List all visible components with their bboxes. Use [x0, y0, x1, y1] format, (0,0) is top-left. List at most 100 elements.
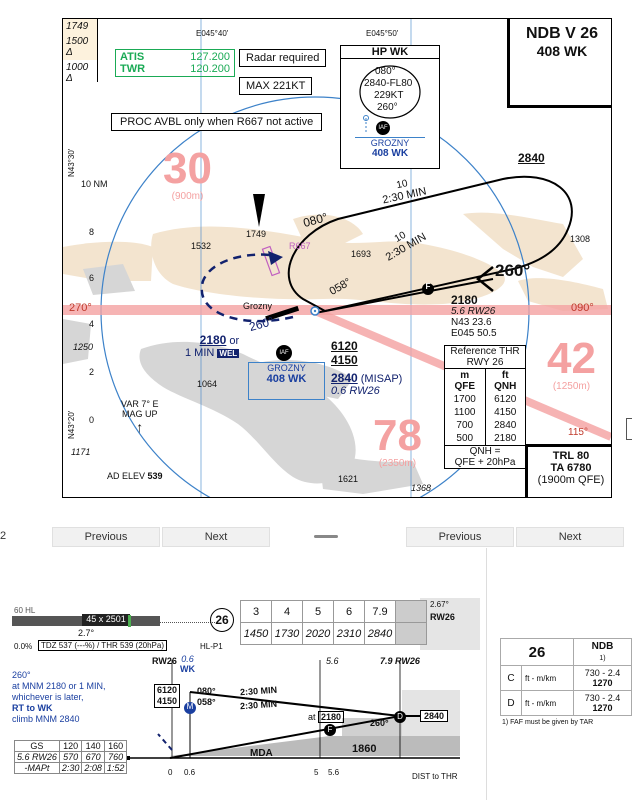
axis-0: 0: [168, 768, 173, 777]
profile-bearing-260: 260°: [370, 718, 389, 728]
atis-freq: 127.200: [190, 51, 230, 63]
legend-alt-1500: 1500: [66, 36, 89, 47]
fix-f-symbol: [422, 283, 434, 295]
d79-label: 7.9 RW26: [380, 656, 420, 666]
holding-outbound: 260°: [377, 102, 398, 113]
city-area: [139, 341, 356, 484]
mda-label: MDA: [250, 748, 273, 759]
descent-path: [169, 715, 401, 759]
r667-label: R667: [289, 241, 311, 251]
msa-78: 78 (2350m): [373, 411, 422, 470]
alt-1860: 1860: [352, 743, 377, 755]
procedure-title: NDB V 26: [525, 25, 599, 42]
terrain-area: [463, 212, 583, 277]
spot-elev: 1171: [71, 447, 91, 457]
max-speed-note: MAX 221KT: [239, 77, 313, 95]
spot-elev: 1064: [197, 379, 218, 389]
city-area: [318, 449, 423, 494]
city-area: [63, 319, 91, 364]
frequency-box: ATIS 127.200 TWR 120.200: [115, 49, 235, 77]
rw26-label: RW26: [152, 656, 177, 666]
profile-right-gray: [420, 598, 480, 650]
runway-extended-centreline: [63, 305, 611, 315]
axis-56: 5.6: [328, 768, 340, 777]
spot-elev: 1250: [73, 342, 94, 352]
outbound-path: [189, 691, 401, 717]
scale-8: 8: [89, 227, 95, 237]
axis-06: 0.6: [184, 768, 196, 777]
minima-rwy: 26: [500, 638, 574, 666]
holding-title: HP WK: [341, 46, 439, 59]
d56-label: 5.6: [326, 656, 339, 666]
holding-speed: 229KT: [374, 90, 404, 101]
holding-pattern-graphic: [359, 65, 421, 132]
holding-beacon-freq: 408 WK: [371, 148, 409, 159]
page-indicator: [314, 535, 338, 538]
final-track: [314, 278, 494, 314]
missed-alt-block: 6120 4150: [331, 339, 358, 367]
spot-elev: 1621: [338, 474, 359, 484]
profile-alt-box: 6120 4150: [154, 684, 181, 708]
profile-bearing-058: 058°: [197, 697, 216, 707]
previous-button-2[interactable]: Previous: [406, 527, 514, 547]
transition-box: TRL 80 TA 6780 (1900m QFE): [525, 444, 611, 497]
course-090: 090°: [571, 302, 594, 314]
beacon-box: GROZNY 408 WK: [248, 362, 325, 400]
ad-elev: AD ELEV 539: [107, 471, 163, 481]
ring-label: 10 NM: [81, 179, 108, 189]
beacon-freq: 408 WK: [266, 373, 307, 385]
twr-freq: 120.200: [190, 63, 230, 75]
hl-label: 60 HL: [14, 606, 36, 615]
plan-view-graphics: [63, 19, 611, 497]
procedure-subtitle: 408 WK: [536, 43, 588, 59]
holding-beacon-name: GROZNY: [370, 138, 410, 148]
legend-alt-1000: 1000: [66, 62, 89, 73]
previous-button[interactable]: Previous: [52, 527, 160, 547]
missed-approach-profile: [157, 733, 173, 751]
twr-label: TWR: [120, 63, 146, 75]
terrain-area: [518, 278, 608, 311]
scale-6: 6: [89, 273, 95, 283]
profile-at-block: at 2180: [308, 711, 345, 723]
iaf-badge: IAF: [276, 345, 292, 361]
fix-info: 2180 5.6 RW26 N43 23.6 E045 50.5: [451, 293, 497, 339]
spot-elev: 1308: [570, 234, 591, 244]
atis-label: ATIS: [120, 51, 145, 63]
msa-42: 42 (1250m): [547, 334, 596, 393]
city-area: [253, 359, 353, 399]
city-area: [83, 264, 135, 295]
course-arrow: [475, 266, 494, 292]
course-115: 115°: [568, 427, 588, 438]
legend-alt-1749: 1749: [66, 21, 89, 32]
scale-2: 2: [89, 367, 95, 377]
minima-footnote: 1) FAF must be given by TAR: [502, 719, 594, 726]
profile-alt-2840: 2840: [420, 710, 449, 722]
minima-cat-c: C: [500, 665, 522, 691]
next-button[interactable]: Next: [162, 527, 270, 547]
tdz-info: TDZ 537 (---%) / THR 539 (20hPa): [38, 640, 167, 651]
msa-30: 30 (900m): [163, 144, 212, 203]
profile-right-angle: 2.67°: [430, 600, 449, 609]
minima-cat-d: D: [500, 690, 522, 716]
town-grozny: Grozny: [243, 301, 273, 311]
radar-note: Radar required: [239, 49, 327, 67]
hl-p1: HL-P1: [200, 642, 223, 651]
scale-0: 0: [89, 415, 95, 425]
glide-angle: 2.7°: [78, 628, 95, 638]
profile-right-rw: RW26: [430, 612, 455, 622]
proc-note: PROC AVBL only when R667 not active: [111, 113, 323, 131]
track-altitude-2840: 2840: [518, 151, 545, 165]
grid-lon-left: E045°40': [196, 29, 229, 38]
axis-5: 5: [314, 768, 319, 777]
side-tab-handle[interactable]: [626, 418, 632, 440]
bearing-260-right: 260°: [495, 261, 531, 280]
next-button-2[interactable]: Next: [516, 527, 624, 547]
holding-inset: HP WK 080° 2840-FL80 229KT 260° IAF GROZ…: [340, 45, 440, 169]
entry-arrow-icon: [253, 194, 265, 227]
pager-left-number: 2: [0, 530, 7, 542]
misap-block: 2840 (MISAP) 0.6 RW26: [331, 371, 403, 397]
missed-approach-arrow: [268, 251, 283, 265]
